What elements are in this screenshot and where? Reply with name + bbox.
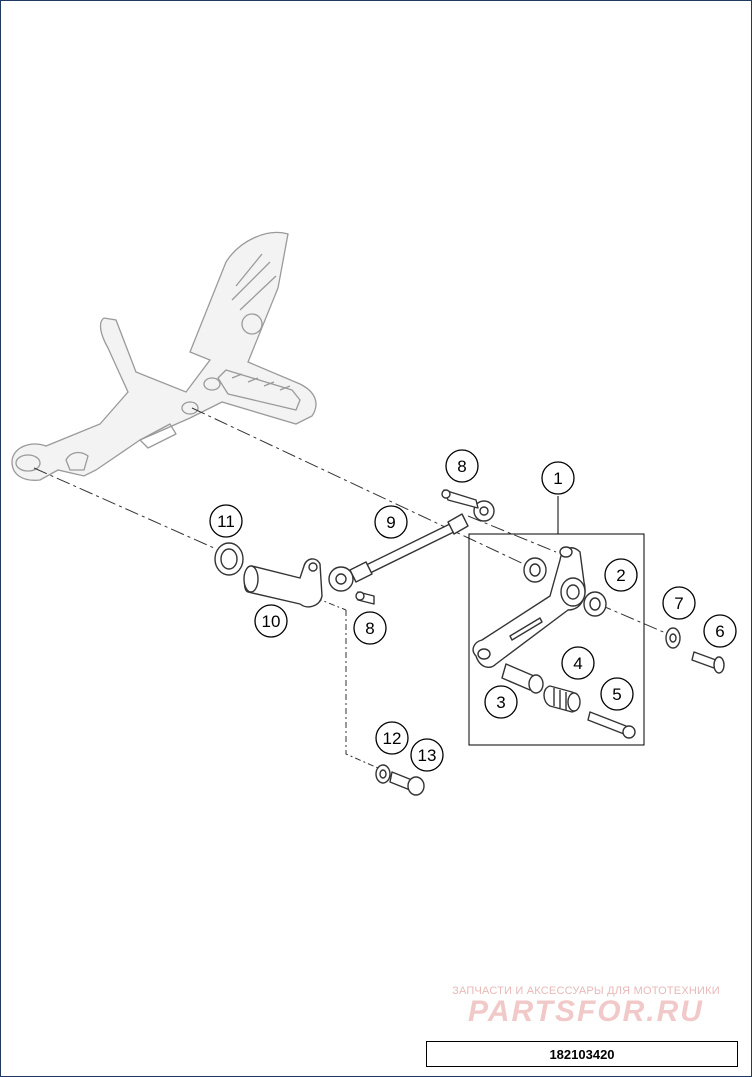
part-3-bushing-pin xyxy=(501,663,544,694)
svg-text:6: 6 xyxy=(715,622,724,641)
part-6-screw xyxy=(691,651,725,674)
part-5-bolt xyxy=(587,711,636,739)
part-4-footpeg-rubber xyxy=(543,685,581,713)
svg-text:7: 7 xyxy=(674,594,683,613)
callout-13: 13 xyxy=(410,738,444,772)
svg-text:2: 2 xyxy=(616,566,625,585)
svg-text:9: 9 xyxy=(386,513,395,532)
svg-text:10: 10 xyxy=(262,612,281,631)
watermark: ЗАПЧАСТИ И АКСЕССУАРЫ ДЛЯ МОТОТЕХНИКИ PA… xyxy=(436,985,736,1029)
callout-11: 11 xyxy=(209,504,243,538)
part-7-washer xyxy=(665,627,681,649)
part-8-bolt-upper xyxy=(441,489,479,509)
callout-1: 1 xyxy=(541,461,575,495)
watermark-logo: PARTSFOR.RU xyxy=(468,995,704,1028)
part-1-shift-lever xyxy=(472,546,586,668)
svg-text:4: 4 xyxy=(573,654,582,673)
callout-12: 12 xyxy=(375,721,409,755)
part-12-washer xyxy=(375,764,391,784)
part-bearing-left xyxy=(523,557,547,583)
svg-text:1: 1 xyxy=(553,469,562,488)
svg-text:13: 13 xyxy=(418,746,437,765)
callout-7: 7 xyxy=(662,586,696,620)
callout-10: 10 xyxy=(254,604,288,638)
callout-8-lower: 8 xyxy=(353,611,387,645)
svg-text:11: 11 xyxy=(217,512,235,531)
assembly-axis-lines xyxy=(33,407,669,769)
part-1-assembly-box xyxy=(468,533,645,746)
svg-text:5: 5 xyxy=(612,685,621,704)
svg-text:8: 8 xyxy=(457,457,466,476)
watermark-caption: ЗАПЧАСТИ И АКСЕССУАРЫ ДЛЯ МОТОТЕХНИКИ xyxy=(452,985,720,997)
part-10-shift-shaft-lever xyxy=(243,558,323,608)
callout-2: 2 xyxy=(604,558,638,592)
svg-text:12: 12 xyxy=(383,729,402,748)
footrest-bracket-illustration xyxy=(11,231,317,481)
part-13-bolt xyxy=(389,771,425,796)
svg-text:3: 3 xyxy=(496,693,505,712)
callout-3: 3 xyxy=(484,685,518,719)
diagram-number: 182103420 xyxy=(549,1046,615,1062)
diagram-number-box: 182103420 xyxy=(426,1041,738,1067)
svg-text:8: 8 xyxy=(365,619,374,638)
part-11-bushing xyxy=(214,542,244,576)
callout-9: 9 xyxy=(374,505,408,539)
callout-6: 6 xyxy=(703,614,737,648)
callout-5: 5 xyxy=(600,677,634,711)
callout-8-upper: 8 xyxy=(445,449,479,483)
part-2-bearing xyxy=(583,591,607,617)
part-9-shift-rod xyxy=(328,500,495,592)
part-8-bolt-lower xyxy=(355,591,375,605)
callout-4: 4 xyxy=(561,646,595,680)
